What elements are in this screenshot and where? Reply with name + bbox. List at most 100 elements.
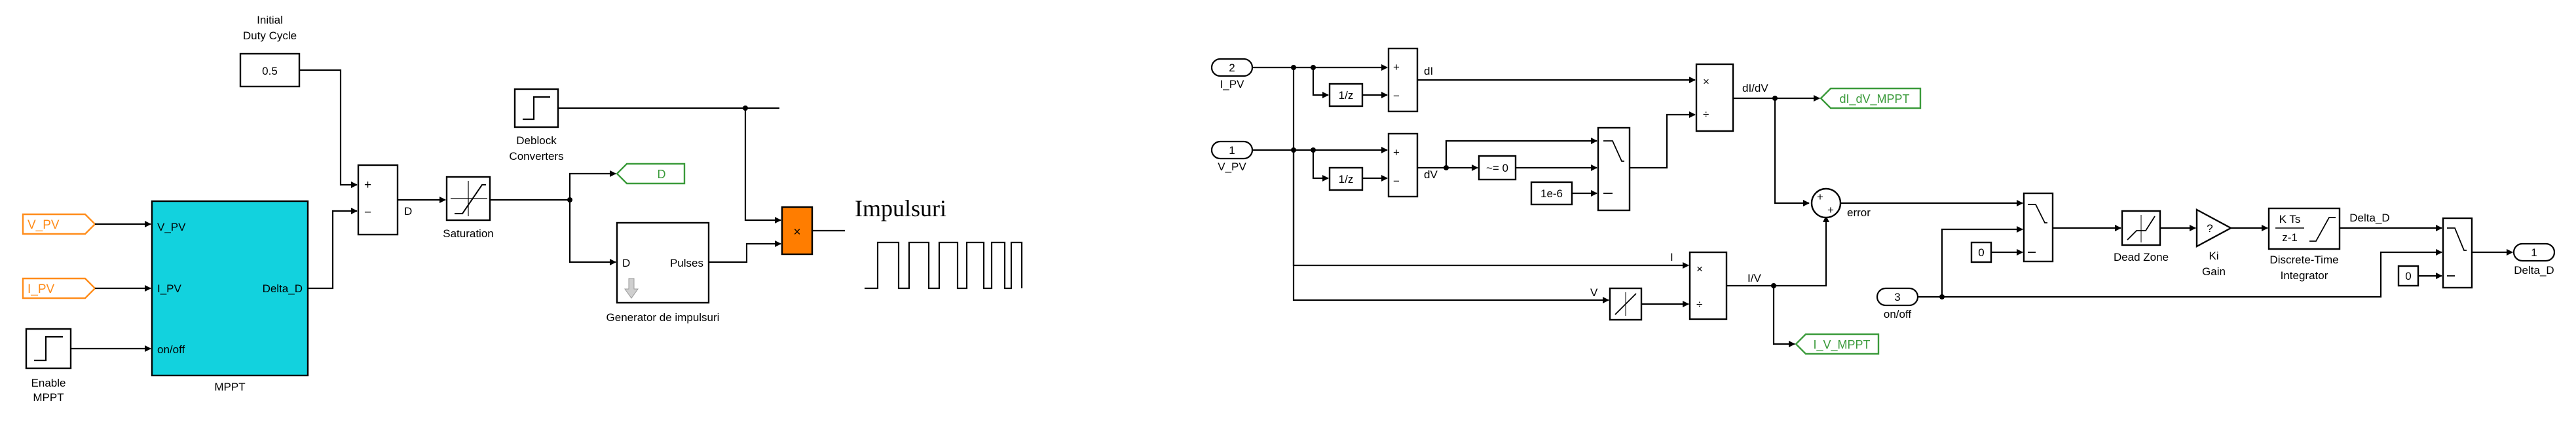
mppt-port-ipv: I_PV [157, 282, 182, 295]
goto-didv-block[interactable] [1820, 87, 1922, 109]
wire-deblock-product [744, 108, 781, 223]
sum-minus: − [364, 206, 371, 220]
switch-3-icon [2447, 227, 2467, 251]
goto-iv-label: I_V_MPPT [1813, 338, 1870, 352]
divide-didv-block[interactable] [1695, 63, 1734, 132]
sum-di-plus: + [1393, 61, 1400, 73]
sum-error-block[interactable] [1810, 187, 1842, 219]
gain-ki-block[interactable] [2195, 208, 2233, 248]
goto-didv-label: dI_dV_MPPT [1839, 92, 1909, 106]
constant-eps-label: 1e-6 [1540, 187, 1563, 200]
saturation-label: Saturation [443, 227, 494, 240]
enable-label-line2: MPPT [33, 391, 64, 404]
deblock-label-line2: Converters [509, 150, 563, 163]
unit-delay-v-block[interactable] [1328, 166, 1364, 191]
wire-duty-sum [299, 69, 358, 188]
wire-didv-error [1774, 98, 1810, 206]
gain-ki-label-2: Gain [2202, 265, 2226, 278]
goto-iv-block[interactable] [1795, 333, 1880, 355]
integrator-limit-icon [2309, 217, 2336, 242]
deblock-label-line1: Deblock [516, 134, 557, 147]
integrator-den: z-1 [2282, 231, 2298, 244]
wire-dv-switch-top [1445, 138, 1597, 168]
enable-mppt-step-block[interactable] [25, 328, 72, 370]
enable-label-line1: Enable [31, 377, 66, 389]
mppt-port-vpv: V_PV [157, 221, 186, 233]
wire-ipv-delay [1312, 67, 1329, 98]
from-ipv-block[interactable] [22, 277, 96, 299]
outport-1-name: Delta_D [2514, 264, 2554, 277]
divide-didv-div: ÷ [1703, 108, 1709, 121]
wire-vpv-delay [1312, 150, 1329, 182]
constant-zero-a-label: 0 [1978, 246, 1984, 259]
inport-2-num: 2 [1229, 62, 1235, 74]
wire-iv-goto [1772, 286, 1795, 347]
constant-eps-block[interactable] [1530, 181, 1573, 206]
wire-iv-error [1774, 216, 1829, 287]
wire-switch1-divide [1630, 111, 1696, 169]
sum-dv-block[interactable] [1387, 132, 1419, 198]
sum-di-block[interactable] [1387, 47, 1419, 113]
from-vpv-label: V_PV [28, 218, 60, 232]
unit-delay-v-label: 1/z [1339, 173, 1354, 185]
d-signal-label: D [404, 205, 412, 218]
compare-ne-zero-block[interactable] [1478, 155, 1517, 181]
gain-ki-value: ? [2207, 222, 2212, 235]
inport-3-name: on/off [1884, 308, 1912, 320]
sum-plus: + [364, 178, 371, 192]
from-vpv-block[interactable] [22, 213, 96, 235]
mppt-port-delta-d: Delta_D [263, 282, 303, 295]
switch-1-icon [1603, 140, 1624, 162]
duty-cycle-value: 0.5 [262, 65, 278, 77]
di-label: dI [1424, 65, 1433, 77]
inport-1-name: V_PV [1218, 161, 1246, 173]
constant-zero-b-label: 0 [2405, 270, 2411, 282]
sum-block[interactable] [357, 164, 399, 236]
outport-1-num: 1 [2531, 246, 2537, 259]
switch-2-icon [2028, 204, 2047, 223]
generator-port-d: D [622, 257, 630, 269]
duty-title-line2: Duty Cycle [243, 29, 297, 42]
duty-cycle-constant-block[interactable] [239, 52, 301, 88]
wire-sat-goto-d [569, 170, 616, 200]
wire-onoff-switch3 [1942, 249, 2442, 298]
mppt-port-onoff: on/off [157, 343, 185, 356]
integrator-label-1: Discrete-Time [2269, 254, 2338, 266]
dv-label: dV [1424, 168, 1438, 181]
unit-delay-i-block[interactable] [1328, 83, 1364, 107]
dead-zone-label: Dead Zone [2114, 251, 2169, 263]
integrator-num: K Ts [2279, 213, 2301, 225]
mppt-name: MPPT [214, 381, 245, 393]
sum-error-plus-b: + [1827, 204, 1834, 216]
down-arrow-icon [624, 278, 639, 299]
divide-iv-div: ÷ [1696, 298, 1702, 311]
sum-dv-plus: + [1393, 146, 1400, 159]
right-subsystem: 2 I_PV 1 V_PV 1/z + − dI 1/z + [1210, 47, 2556, 355]
delta-d-label: Delta_D [2349, 212, 2389, 224]
wire-sat-generator [569, 200, 616, 265]
gain-ki-label-1: Ki [2209, 250, 2218, 262]
inport-1-num: 1 [1229, 144, 1235, 157]
step-icon [34, 336, 63, 362]
inport-2-name: I_PV [1220, 78, 1245, 90]
outport-1[interactable] [2512, 242, 2556, 262]
divide-didv-times: × [1703, 75, 1709, 88]
switch-1-block[interactable] [1597, 126, 1631, 212]
generator-label: Generator de impulsuri [607, 311, 720, 324]
didv-label: dI/dV [1742, 82, 1768, 94]
product-block[interactable] [781, 206, 813, 256]
deblock-step-block[interactable] [513, 88, 559, 128]
integrator-label-2: Integrator [2281, 269, 2328, 282]
v-label: V [1590, 286, 1598, 299]
saturation-icon [455, 184, 486, 214]
goto-d-block[interactable] [616, 163, 686, 185]
divide-iv-block[interactable] [1689, 251, 1728, 320]
wire-generator-product [709, 240, 781, 263]
error-label: error [1847, 206, 1871, 219]
switch-2-block[interactable] [2023, 192, 2054, 263]
pulse-waveform-icon [865, 241, 1023, 290]
duty-title-line1: Initial [257, 14, 283, 26]
left-subsystem: Initial Duty Cycle 0.5 V_PV I_PV Enable … [22, 14, 1023, 404]
mppt-subsystem-block[interactable] [151, 200, 309, 377]
